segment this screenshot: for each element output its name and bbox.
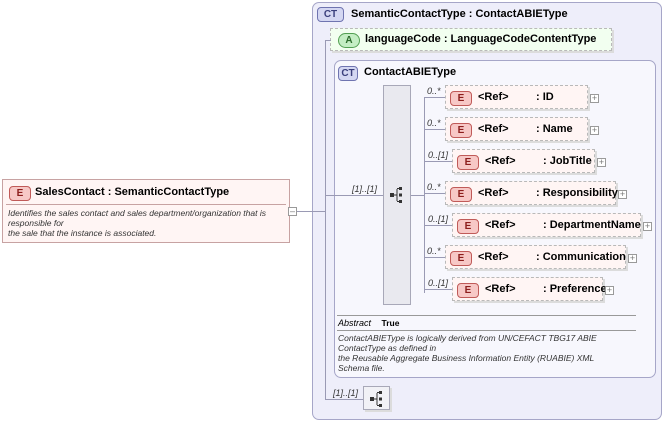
element-ref[interactable]: E <Ref> : ID xyxy=(445,85,588,109)
abstract-label: Abstract xyxy=(338,318,372,328)
element-ref[interactable]: E <Ref> : Communication xyxy=(445,245,626,269)
element-cardinality: 0..* xyxy=(427,86,441,96)
complex-type-badge: CT xyxy=(317,7,344,22)
element-badge: E xyxy=(450,123,472,138)
plus-icon[interactable]: + xyxy=(590,93,599,103)
element-ref[interactable]: E <Ref> : Responsibility xyxy=(445,181,618,205)
element-cardinality: 0..[1] xyxy=(428,278,449,288)
sequence-cardinality: [1]..[1] xyxy=(352,184,378,194)
element-ref-label: <Ref> xyxy=(478,123,509,135)
element-name: : Name xyxy=(536,123,573,135)
divider xyxy=(337,330,636,331)
element-ref[interactable]: E <Ref> : DepartmentName xyxy=(452,213,641,237)
element-name: : DepartmentName xyxy=(543,219,641,231)
element-ref-label: <Ref> xyxy=(485,155,516,167)
connector xyxy=(297,211,326,212)
sequence-icon xyxy=(370,391,382,407)
outer-type-title: SemanticContactType : ContactABIEType xyxy=(351,8,568,20)
plus-icon[interactable]: + xyxy=(618,189,627,199)
element-cardinality: 0..* xyxy=(427,182,441,192)
connector xyxy=(325,40,326,400)
connector xyxy=(424,193,445,194)
element-badge: E xyxy=(457,155,479,170)
connector xyxy=(325,40,331,41)
root-element-description: Identifies the sales contact and sales d… xyxy=(8,208,266,238)
connector xyxy=(424,257,445,258)
outer-sequence-compositor[interactable] xyxy=(363,386,390,410)
element-name: : JobTitle xyxy=(543,155,592,167)
element-ref-label: <Ref> xyxy=(485,283,516,295)
root-element-title: SalesContact : SemanticContactType xyxy=(35,186,230,198)
inner-complex-type-badge: CT xyxy=(338,66,358,81)
element-badge: E xyxy=(450,251,472,266)
element-ref-label: <Ref> xyxy=(478,251,509,263)
element-name: : Preference xyxy=(543,283,607,295)
element-cardinality: 0..[1] xyxy=(428,150,449,160)
element-ref[interactable]: E <Ref> : JobTitle xyxy=(452,149,595,173)
element-badge: E xyxy=(450,187,472,202)
divider xyxy=(337,315,636,316)
connector xyxy=(326,195,383,196)
attribute-badge: A xyxy=(338,33,360,48)
connector xyxy=(424,289,452,290)
connector xyxy=(424,161,452,162)
element-cardinality: 0..* xyxy=(427,246,441,256)
sales-contact-element[interactable]: E SalesContact : SemanticContactType Ide… xyxy=(2,179,290,243)
element-ref-label: <Ref> xyxy=(478,91,509,103)
plus-icon[interactable]: + xyxy=(590,125,599,135)
element-ref-label: <Ref> xyxy=(478,187,509,199)
plus-icon[interactable]: + xyxy=(605,285,614,295)
inner-type-description: ContactABIEType is logically derived fro… xyxy=(338,333,597,373)
element-name: : Responsibility xyxy=(536,187,618,199)
plus-icon[interactable]: – xyxy=(288,206,297,216)
element-badge: E xyxy=(9,186,31,201)
element-badge: E xyxy=(450,91,472,106)
sequence-icon xyxy=(390,187,402,203)
element-ref-label: <Ref> xyxy=(485,219,516,231)
connector xyxy=(424,129,445,130)
language-code-attribute[interactable]: A languageCode : LanguageCodeContentType xyxy=(330,28,612,51)
connector xyxy=(411,195,425,196)
element-name: : Communication xyxy=(536,251,626,263)
inner-type-title: ContactABIEType xyxy=(364,66,457,78)
attribute-title: languageCode : LanguageCodeContentType xyxy=(365,33,597,45)
abstract-value: True xyxy=(381,318,400,328)
element-name: : ID xyxy=(536,91,554,103)
element-ref[interactable]: E <Ref> : Name xyxy=(445,117,588,141)
outer-sequence-cardinality: [1]..[1] xyxy=(333,388,359,398)
plus-icon[interactable]: + xyxy=(628,253,637,263)
divider xyxy=(6,204,286,205)
element-cardinality: 0..[1] xyxy=(428,214,449,224)
plus-icon[interactable]: + xyxy=(643,221,652,231)
abstract-row: Abstract True xyxy=(338,318,399,328)
connector xyxy=(424,97,425,293)
element-badge: E xyxy=(457,283,479,298)
plus-icon[interactable]: + xyxy=(597,157,606,167)
connector xyxy=(424,225,452,226)
element-badge: E xyxy=(457,219,479,234)
connector xyxy=(424,97,445,98)
element-ref[interactable]: E <Ref> : Preference xyxy=(452,277,607,301)
connector xyxy=(325,399,363,400)
element-cardinality: 0..* xyxy=(427,118,441,128)
